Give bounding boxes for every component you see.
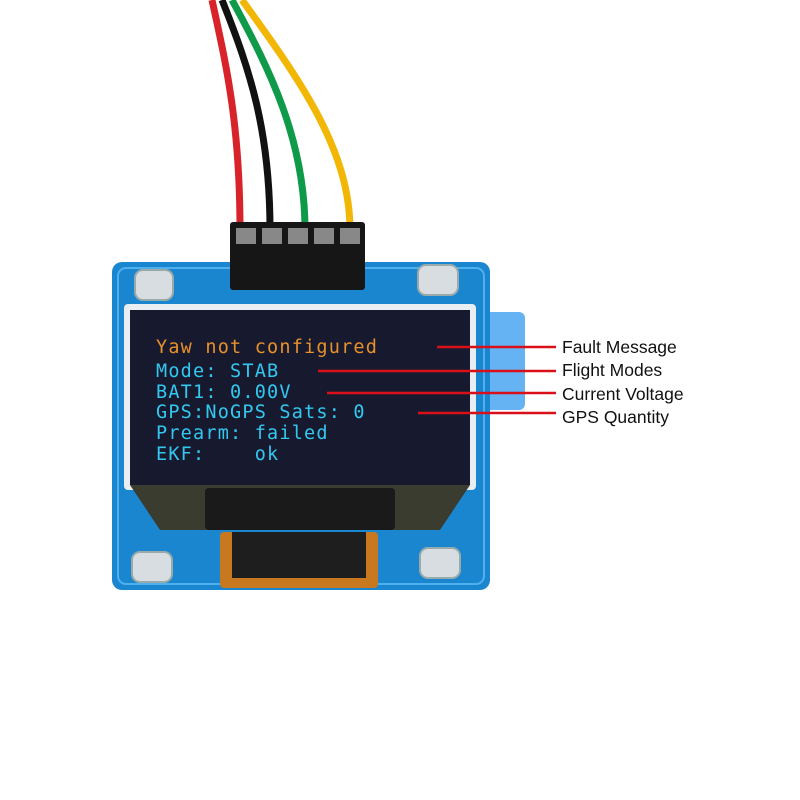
battery-line: BAT1: 0.00V [156,382,292,403]
driver-chip-area [205,488,395,530]
oled-panel [130,310,470,485]
wire-black [218,0,274,231]
callout-current-voltage: Current Voltage [562,384,684,404]
gps-line: GPS:NoGPS Sats: 0 [156,402,366,423]
mode-line: Mode: STAB [156,361,280,382]
wire-yellow [239,0,354,231]
callout-lines [318,345,556,415]
wire-red [208,0,244,231]
ekf-line: EKF: ok [156,444,280,465]
callout-flight-modes: Flight Modes [562,360,663,380]
flex-ribbon-cover [232,532,366,578]
prearm-line: Prearm: failed [156,423,329,444]
wire-green [228,0,309,231]
fault-message-line: Yaw not configured [156,337,379,358]
callout-gps-quantity: GPS Quantity [562,407,669,427]
callout-fault-message: Fault Message [562,337,677,357]
connector-pins [236,228,360,244]
mounting-holes [131,264,461,583]
